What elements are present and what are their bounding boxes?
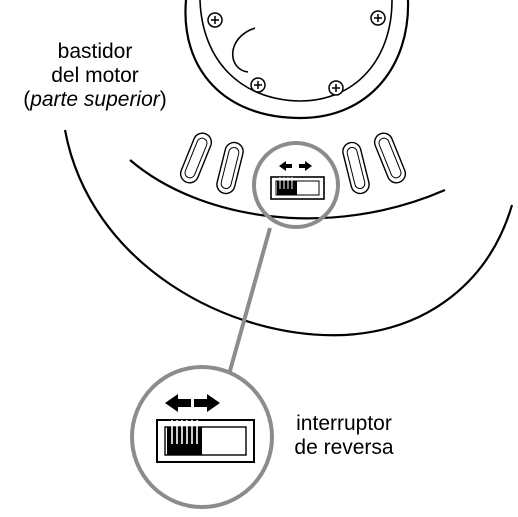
motor-housing-label-line2: del motor <box>51 64 139 87</box>
vent-slot <box>373 132 407 184</box>
motor-housing-label-line3: (parte superior) <box>23 88 167 111</box>
left-right-arrows-icon <box>165 394 220 412</box>
reverse-switch-label-line2: de reversa <box>294 436 394 459</box>
vent-slot <box>179 132 213 184</box>
vent-slot <box>342 141 370 195</box>
mounting-plate-outer-arc <box>184 0 410 120</box>
motor-housing-label-line1: bastidor <box>57 40 133 63</box>
phillips-screw-icon <box>328 80 344 96</box>
phillips-screw-icon <box>370 10 386 26</box>
vent-slot <box>216 141 244 195</box>
left-right-arrows-icon <box>279 161 312 171</box>
phillips-screw-icon <box>250 77 266 93</box>
reverse-switch-label-line1: interruptor <box>296 412 392 435</box>
slide-switch-icon <box>270 176 325 200</box>
switch-highlight-circle <box>252 141 340 229</box>
slide-switch-icon <box>156 419 255 463</box>
motor-housing-outer-arc <box>63 129 514 337</box>
motor-housing-label: bastidor del motor (parte superior) <box>0 40 190 112</box>
mounting-plate-inner-arc <box>199 0 393 102</box>
phillips-screw-icon <box>207 12 223 28</box>
motor-housing-label-italic: parte superior <box>30 88 160 111</box>
callout-leader-line <box>226 227 272 379</box>
center-hole-curve <box>231 27 256 73</box>
reverse-switch-label: interruptor de reversa <box>276 412 412 460</box>
